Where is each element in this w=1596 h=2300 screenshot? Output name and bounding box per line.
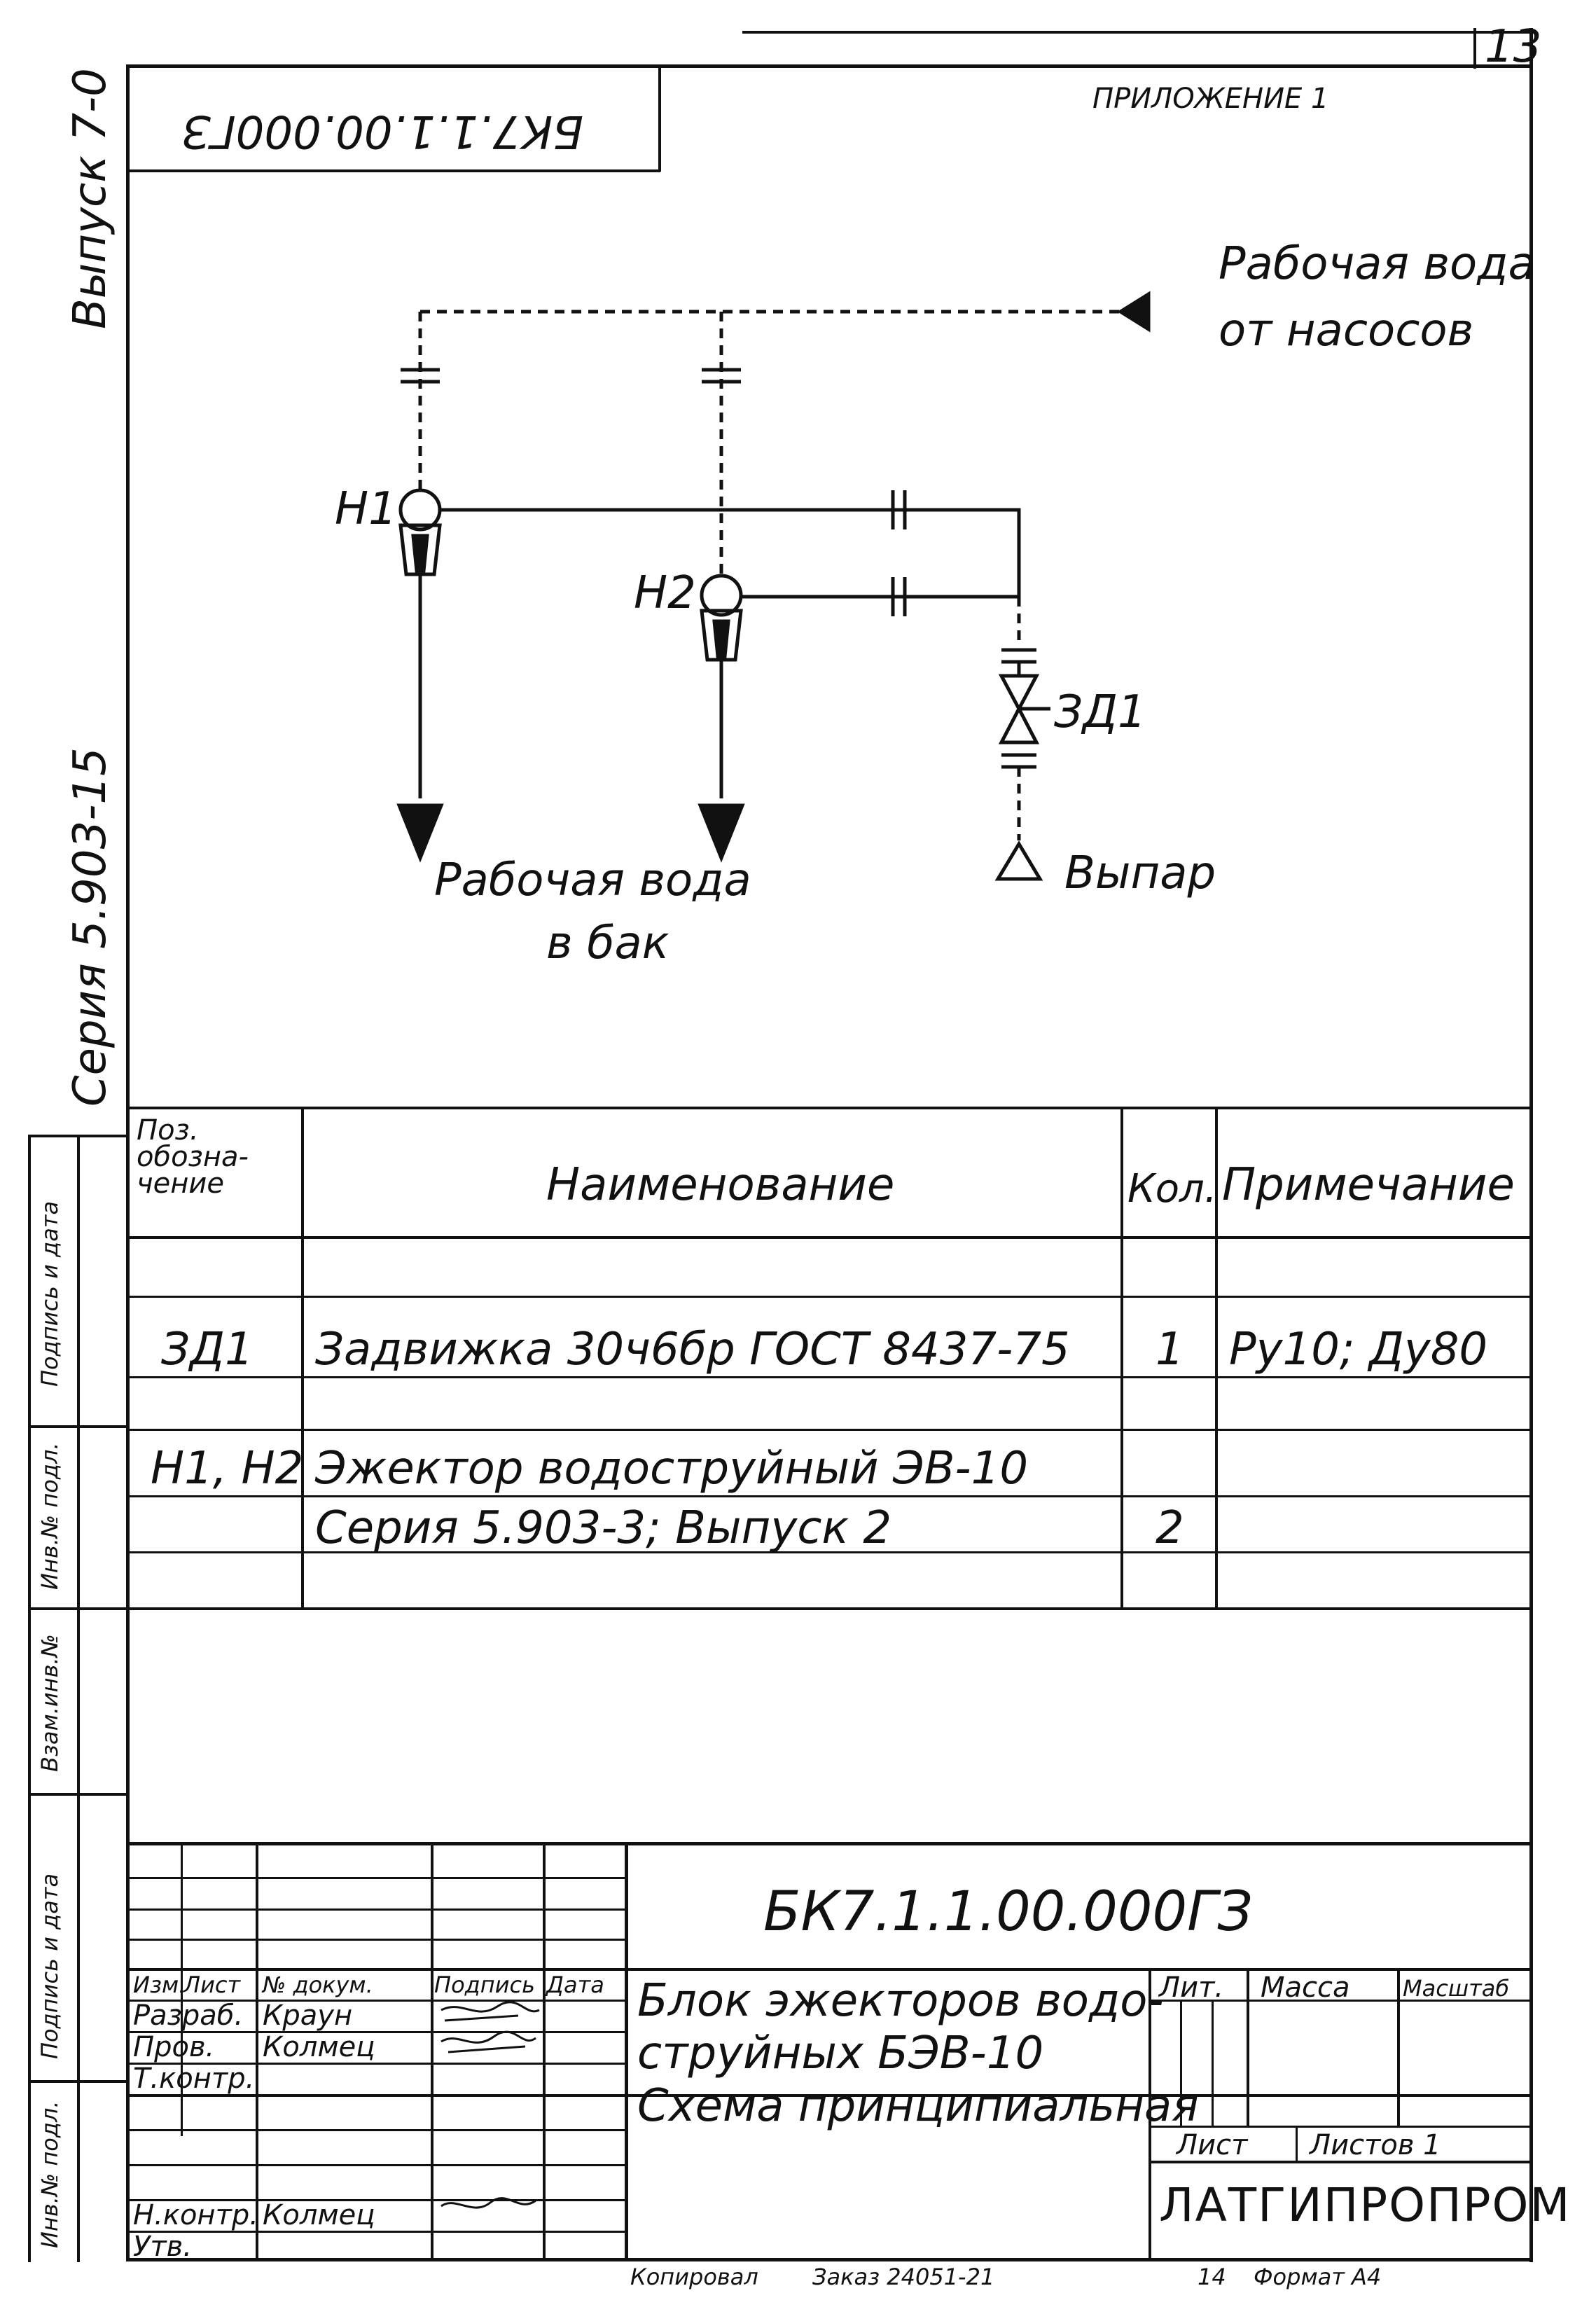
spec-row-note: Ру10; Ду80 bbox=[1229, 1324, 1488, 1376]
strip-label-1: Подпись и дата bbox=[36, 1200, 63, 1387]
signature-marks bbox=[440, 2001, 540, 2209]
sheets-label: Листов 1 bbox=[1310, 2129, 1441, 2161]
spec-row-pos: ЗД1 bbox=[161, 1324, 254, 1376]
strip-label-2: Инв.№ подл. bbox=[36, 1442, 63, 1590]
title-designation: БК7.1.1.00.000ГЗ bbox=[763, 1880, 1253, 1944]
spec-row-name: Эжектор водоструйный ЭВ-10 bbox=[315, 1443, 1029, 1495]
ejector-h2-label: Н2 bbox=[634, 567, 696, 619]
valve-label: ЗД1 bbox=[1054, 686, 1146, 738]
strip-label-3: Взам.инв.№ bbox=[36, 1634, 63, 1772]
spec-row-qty: 1 bbox=[1156, 1324, 1184, 1376]
outlet-label-line1: Рабочая вода bbox=[434, 854, 751, 906]
strip-div-1 bbox=[28, 1425, 130, 1428]
strip-left bbox=[28, 1135, 31, 2262]
title-line-2: струйных БЭВ-10 bbox=[637, 2028, 1044, 2079]
schematic-diagram bbox=[396, 291, 1151, 881]
sheet-label: Лист bbox=[1177, 2129, 1248, 2161]
col-header-sign: Подпись bbox=[434, 1972, 535, 1998]
frame-left bbox=[126, 64, 130, 2261]
appendix-label: ПРИЛОЖЕНИЕ 1 bbox=[1092, 83, 1329, 115]
spec-header-name: Наименование bbox=[546, 1159, 895, 1211]
role-label: Т.контр. bbox=[133, 2063, 255, 2095]
strip-div-3 bbox=[28, 1793, 130, 1796]
inlet-label-line2: от насосов bbox=[1219, 305, 1474, 356]
spec-row-name: Задвижка 30ч6бр ГОСТ 8437-75 bbox=[315, 1324, 1070, 1376]
role-label: Пров. bbox=[133, 2031, 215, 2063]
col-header-izm: Изм. bbox=[133, 1972, 186, 1998]
frame-top bbox=[126, 64, 1532, 68]
title-line-1: Блок эжекторов водо- bbox=[637, 1975, 1164, 2027]
role-name: Колмец bbox=[263, 2031, 375, 2063]
role-label: Разраб. bbox=[133, 2000, 244, 2032]
page-number: 13 bbox=[1485, 21, 1542, 73]
strip-top bbox=[28, 1135, 130, 1137]
strip-label-5: Инв.№ подл. bbox=[36, 2100, 63, 2248]
lit-label: Лит. bbox=[1159, 1972, 1224, 2004]
col-header-date: Дата bbox=[546, 1972, 604, 1998]
spec-header-pos: Поз. обозна- чение bbox=[137, 1114, 249, 1200]
stamp-box-right bbox=[658, 67, 661, 172]
outlet-label-line2: в бак bbox=[546, 917, 669, 969]
role-name: Краун bbox=[263, 2000, 353, 2032]
page-number-box-left bbox=[1473, 28, 1476, 69]
role-label: Н.контр. bbox=[133, 2199, 258, 2231]
col-header-doc: № докум. bbox=[263, 1972, 373, 1998]
strip-div-4 bbox=[28, 2080, 130, 2083]
scale-label: Масштаб bbox=[1403, 1975, 1510, 2002]
role-label: Утв. bbox=[133, 2231, 192, 2263]
strip-div-2 bbox=[28, 1607, 130, 1610]
role-name: Колмец bbox=[263, 2199, 375, 2231]
strip-label-4: Подпись и дата bbox=[36, 1873, 63, 2059]
frame-bottom bbox=[126, 2258, 1533, 2261]
footer-order: Заказ 24051-21 bbox=[812, 2264, 995, 2290]
spec-row-name: Серия 5.903-3; Выпуск 2 bbox=[315, 1502, 892, 1554]
col-header-list: Лист bbox=[183, 1972, 241, 1998]
vent-label: Выпар bbox=[1064, 847, 1216, 899]
footer-sheet-idx: 14 bbox=[1198, 2264, 1226, 2290]
strip-inner bbox=[77, 1135, 80, 2262]
spec-header-note: Примечание bbox=[1222, 1159, 1515, 1211]
inlet-label-line1: Рабочая вода bbox=[1219, 238, 1536, 290]
footer-format: Формат А4 bbox=[1254, 2264, 1382, 2290]
mass-label: Масса bbox=[1261, 1972, 1350, 2004]
ejector-h1-label: Н1 bbox=[335, 483, 397, 535]
title-line-3: Схема принципиальная bbox=[637, 2080, 1199, 2132]
spec-header-qty: Кол. bbox=[1127, 1166, 1217, 1212]
footer-copied: Копировал bbox=[630, 2264, 758, 2290]
organization-name: ЛАТГИПРОПРОМ bbox=[1159, 2178, 1571, 2232]
frame-right bbox=[1529, 28, 1533, 2262]
stamp-box-bottom bbox=[130, 169, 660, 172]
page-top-strip bbox=[742, 31, 1534, 34]
spec-row-qty: 2 bbox=[1156, 1502, 1184, 1554]
spec-row-pos: Н1, Н2 bbox=[151, 1443, 304, 1495]
